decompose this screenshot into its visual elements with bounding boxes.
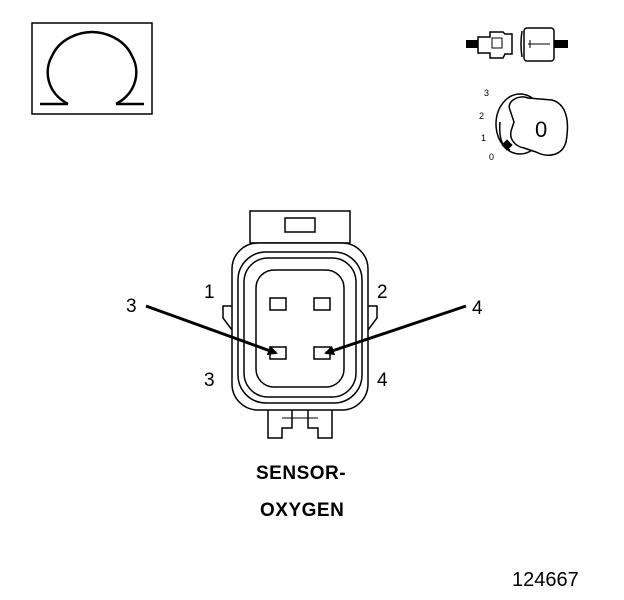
key-position-1: 1 <box>481 133 486 143</box>
callout-label-3: 3 <box>126 296 137 317</box>
pin-label-2: 2 <box>377 282 388 303</box>
pin-label-4: 4 <box>377 370 388 391</box>
disconnected-connector-icon <box>466 27 568 62</box>
pin-cavity-2 <box>313 297 331 311</box>
ohm-meter-icon <box>31 22 153 115</box>
callout-label-4: 4 <box>472 298 483 319</box>
key-position-0: 0 <box>489 152 494 162</box>
pin-label-1: 1 <box>204 282 215 303</box>
ignition-key-icon: 3 2 1 0 0 <box>479 88 569 162</box>
oxygen-sensor-connector <box>222 210 378 439</box>
key-position-3: 3 <box>484 88 489 98</box>
figure-number: 124667 <box>512 569 579 591</box>
pin-cavity-1 <box>269 297 287 311</box>
callout-arrow-pin-3 <box>145 304 278 355</box>
key-label: 0 <box>535 117 547 142</box>
caption-line-2: OXYGEN <box>260 500 344 521</box>
key-position-2: 2 <box>479 111 484 121</box>
caption-line-1: SENSOR- <box>256 463 346 484</box>
pin-label-3: 3 <box>204 370 215 391</box>
callout-arrow-pin-4 <box>324 304 467 356</box>
